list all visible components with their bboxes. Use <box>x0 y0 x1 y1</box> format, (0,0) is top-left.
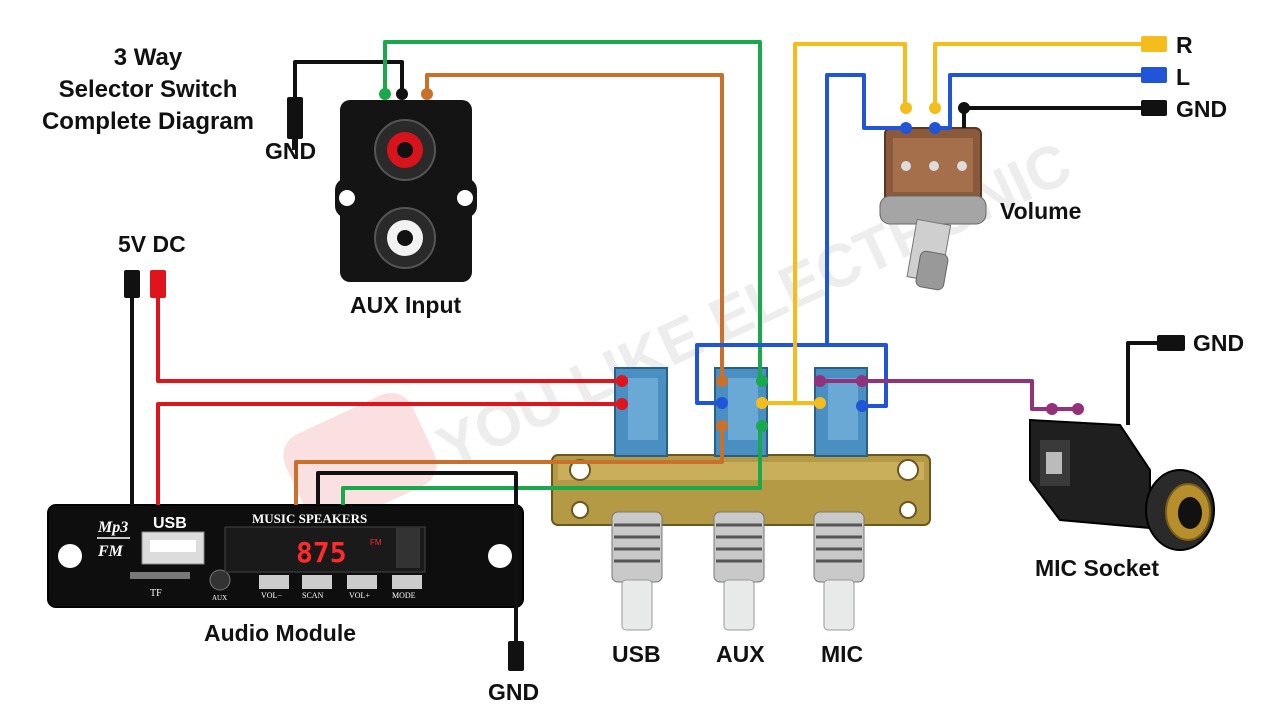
tf-label: TF <box>150 588 162 599</box>
btn-scan <box>302 575 332 589</box>
title-line-1: 3 Way <box>113 44 183 71</box>
wire-5v-red-usb <box>156 295 622 383</box>
aux-port-label: AUX <box>212 594 227 602</box>
wire-yellow-to-pot <box>762 42 907 405</box>
volume-potentiometer <box>879 127 987 291</box>
plunger-aux <box>713 511 765 631</box>
module-speakers-label: MUSIC SPEAKERS <box>252 511 367 526</box>
wire-aux-module-green <box>341 425 762 505</box>
wire-blue-switch-bridge <box>695 343 888 408</box>
label-gnd-aux: GND <box>265 138 317 164</box>
btn-volplus <box>347 575 377 589</box>
aux-port <box>209 569 231 591</box>
plunger-mic <box>813 511 865 631</box>
volplus-label: VOL+ <box>349 591 370 600</box>
wire-blue-to-pot <box>825 73 906 346</box>
wire-vol-l <box>935 73 1155 130</box>
label-mic-gnd: GND <box>1193 330 1245 356</box>
label-aux-input: AUX Input <box>350 292 462 318</box>
aux-input-jack <box>335 100 477 282</box>
wire-module-gnd <box>316 471 518 645</box>
wire-aux-module-orange <box>294 425 724 505</box>
module-usb-label: USB <box>153 515 187 532</box>
wire-vol-gnd <box>962 106 1155 128</box>
wire-mic-gnd <box>1126 341 1160 425</box>
wire-vol-r <box>933 42 1155 108</box>
module-brand-bottom: FM <box>97 543 124 560</box>
label-gnd-bottom: GND <box>488 679 540 705</box>
scan-label: SCAN <box>302 591 324 600</box>
title-line-3: Complete Diagram <box>41 108 255 135</box>
btn-mode <box>392 575 422 589</box>
label-audio-module: Audio Module <box>204 620 357 646</box>
tf-slot <box>130 572 190 579</box>
connector-plugs <box>124 36 1185 671</box>
volminus-label: VOL− <box>261 591 282 600</box>
label-5v-dc: 5V DC <box>118 231 186 257</box>
module-brand-top: Mp3 <box>97 519 128 536</box>
label-switch-aux: AUX <box>716 641 765 667</box>
module-display <box>224 526 426 573</box>
label-vol-gnd: GND <box>1176 96 1228 122</box>
label-mic-socket: MIC Socket <box>1035 555 1159 581</box>
wire-red-module <box>156 402 622 505</box>
btn-volminus <box>259 575 289 589</box>
mic-socket <box>1029 418 1215 551</box>
wire-aux-green <box>383 40 762 378</box>
solder-points <box>379 88 1084 432</box>
diagram-title: 3 Way Selector Switch Complete Diagram <box>18 42 278 138</box>
module-display-value: 875 <box>296 536 347 569</box>
label-volume: Volume <box>1000 198 1082 224</box>
wire-aux-orange <box>425 73 724 378</box>
audio-module: Mp3 FM MUSIC SPEAKERS TF AUX VOL− SCAN V… <box>47 504 524 608</box>
mode-label: MODE <box>392 591 416 600</box>
label-vol-l: L <box>1176 64 1191 90</box>
mount-hole-right <box>897 459 919 481</box>
title-line-2: Selector Switch <box>58 76 238 103</box>
label-switch-usb: USB <box>612 641 661 667</box>
plunger-usb <box>611 511 663 631</box>
label-vol-r: R <box>1176 32 1193 58</box>
module-display-unit: FM <box>370 538 382 547</box>
label-switch-mic: MIC <box>821 641 864 667</box>
